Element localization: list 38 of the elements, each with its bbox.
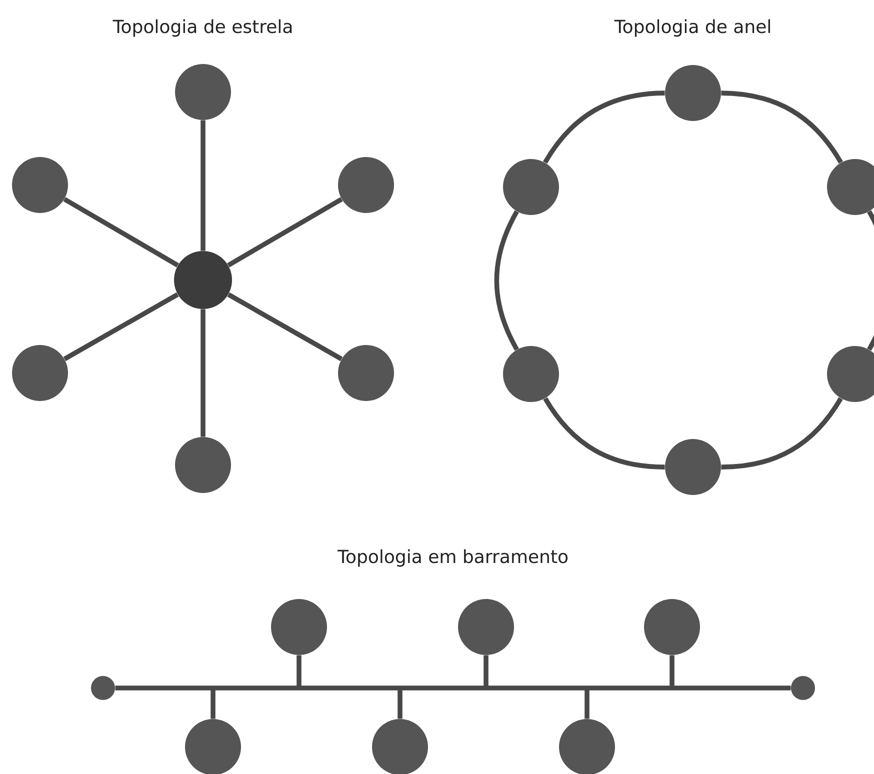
ring-line	[543, 397, 665, 470]
station-circle	[271, 599, 327, 655]
station-circle	[338, 345, 394, 401]
station-circle	[175, 64, 231, 120]
station-circle	[665, 439, 721, 495]
station-circle	[12, 345, 68, 401]
ring-line	[494, 210, 519, 351]
drop-line	[296, 655, 302, 688]
drop-line	[670, 655, 674, 688]
link-line	[227, 292, 343, 362]
drop-line	[398, 688, 402, 719]
station-circle	[644, 599, 700, 655]
link-line	[63, 197, 179, 268]
section-title: Topologia de estrela	[112, 19, 292, 37]
drop-line	[584, 688, 590, 719]
station-circle	[665, 65, 721, 121]
link-line	[200, 120, 206, 251]
ring-line	[721, 90, 843, 164]
station-circle	[12, 157, 68, 213]
terminator-dot	[91, 676, 115, 700]
section-title: Topologia de anel	[614, 19, 770, 37]
terminator-dot	[791, 676, 815, 700]
station-circle	[338, 157, 394, 213]
link-line	[227, 197, 343, 268]
ring-line	[543, 90, 665, 164]
station-circle	[175, 437, 231, 493]
link-line	[63, 292, 179, 362]
drop-line	[484, 655, 488, 688]
drop-line	[210, 688, 216, 719]
bus-line	[115, 686, 791, 690]
hub-circle	[174, 251, 232, 309]
station-circle	[503, 159, 559, 215]
link-line	[200, 309, 206, 437]
section-title: Topologia em barramento	[337, 549, 568, 567]
ring-line	[721, 397, 843, 470]
ring-line	[867, 210, 874, 351]
station-circle	[458, 599, 514, 655]
station-circle	[503, 346, 559, 402]
